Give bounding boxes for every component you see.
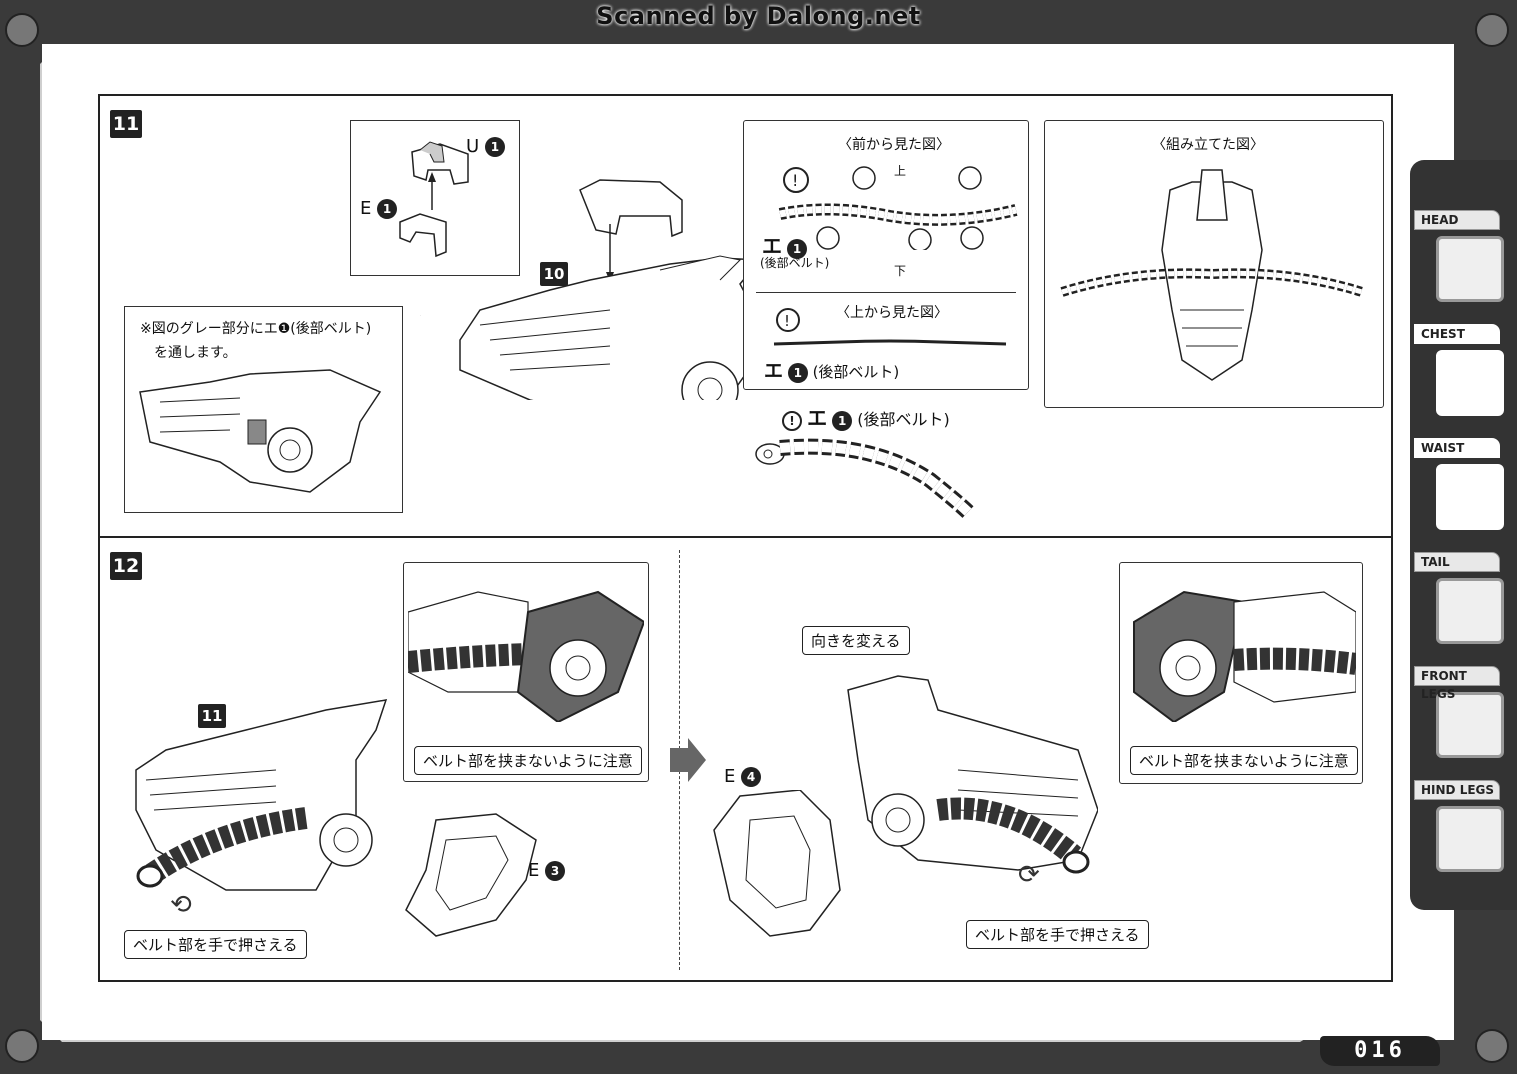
sidebar-item-waist[interactable]: WAIST	[1414, 438, 1510, 538]
sidebar-item-label: WAIST	[1414, 438, 1500, 458]
top-view-belt-illustration: !	[773, 308, 1007, 346]
gray-part-illustration	[139, 369, 382, 493]
rotate-right-arrow-icon: ⟳	[1018, 860, 1040, 890]
sidebar-item-label: FRONT LEGS	[1414, 666, 1500, 701]
sidebar-item-label: HIND LEGS	[1414, 780, 1500, 800]
sub-step-ref-10: 10	[540, 262, 568, 286]
step-12-number: 12	[110, 552, 142, 580]
front-view-title: 〈前から見た図〉	[838, 137, 950, 153]
sidebar-item-front-legs[interactable]: FRONT LEGS	[1414, 666, 1510, 766]
hind-legs-icon	[1436, 806, 1504, 872]
front-legs-icon	[1436, 692, 1504, 758]
svg-text:!: !	[784, 312, 790, 330]
assembled-view-title: 〈組み立てた図〉	[1152, 137, 1264, 153]
sidebar-item-label: CHEST	[1414, 324, 1500, 344]
caution-label-left: ベルト部を挟まないように注意	[414, 746, 642, 775]
caution-label-right: ベルト部を挟まないように注意	[1130, 746, 1358, 775]
front-view-belt-illustration: !	[778, 166, 1018, 250]
wolf-head-icon	[1436, 236, 1504, 302]
note-line-2: を通します。	[154, 345, 237, 361]
assembled-illustration	[1060, 169, 1364, 381]
rear-belt-label: ! エ 1 (後部ベルト)	[782, 402, 950, 431]
right-assembly-illustration	[847, 675, 1098, 874]
part-e3-label: E 3	[528, 860, 566, 881]
bottom-direction-label: 下	[894, 264, 907, 278]
front-view-belt-label: エ 1	[762, 230, 808, 259]
sidebar-item-label: TAIL	[1414, 552, 1500, 572]
part-u1-e1-illustration	[399, 141, 469, 258]
chest-icon	[1436, 350, 1504, 416]
top-view-belt-label: エ 1 (後部ベルト)	[764, 360, 900, 383]
view-divider	[756, 292, 1016, 293]
sub-step-ref-11: 11	[198, 704, 226, 728]
waist-icon	[1436, 464, 1504, 530]
press-belt-label-right: ベルト部を手で押さえる	[966, 920, 1149, 949]
sidebar-item-tail[interactable]: TAIL	[1414, 552, 1510, 652]
part-e-label: E 1	[360, 198, 398, 219]
top-direction-label: 上	[894, 164, 907, 178]
page-number: 016	[1320, 1036, 1440, 1066]
caution-detail-right-illustration	[1133, 590, 1356, 722]
part-u-label: U 1	[466, 136, 505, 157]
note-line-1: ※図のグレー部分にエ❶(後部ベルト)	[140, 321, 372, 337]
sidebar-item-label: HEAD	[1414, 210, 1500, 230]
next-step-arrow-icon	[670, 738, 706, 782]
press-belt-label-left: ベルト部を手で押さえる	[124, 930, 307, 959]
left-assembly-illustration	[135, 699, 388, 891]
part-e4-label: E 4	[724, 766, 762, 787]
front-view-belt-name: (後部ベルト)	[760, 256, 830, 270]
watermark: Scanned by Dalong.net	[596, 2, 921, 30]
part-e4-illustration	[713, 790, 841, 937]
step-11-number: 11	[110, 110, 142, 138]
sidebar-item-head[interactable]: HEAD	[1414, 210, 1510, 310]
top-view-title: 〈上から見た図〉	[836, 305, 948, 321]
turn-direction-label: 向きを変える	[802, 626, 910, 655]
caution-detail-left-illustration	[408, 590, 644, 722]
rotate-left-arrow-icon: ⟲	[170, 890, 192, 920]
part-e3-illustration	[405, 813, 537, 937]
body-assembly-illustration	[420, 179, 771, 400]
tail-icon	[1436, 578, 1504, 644]
sidebar-item-hind-legs[interactable]: HIND LEGS	[1414, 780, 1510, 880]
sidebar-item-chest[interactable]: CHEST	[1414, 324, 1510, 424]
rear-belt-illustration	[755, 438, 976, 520]
svg-text:!: !	[792, 171, 798, 190]
